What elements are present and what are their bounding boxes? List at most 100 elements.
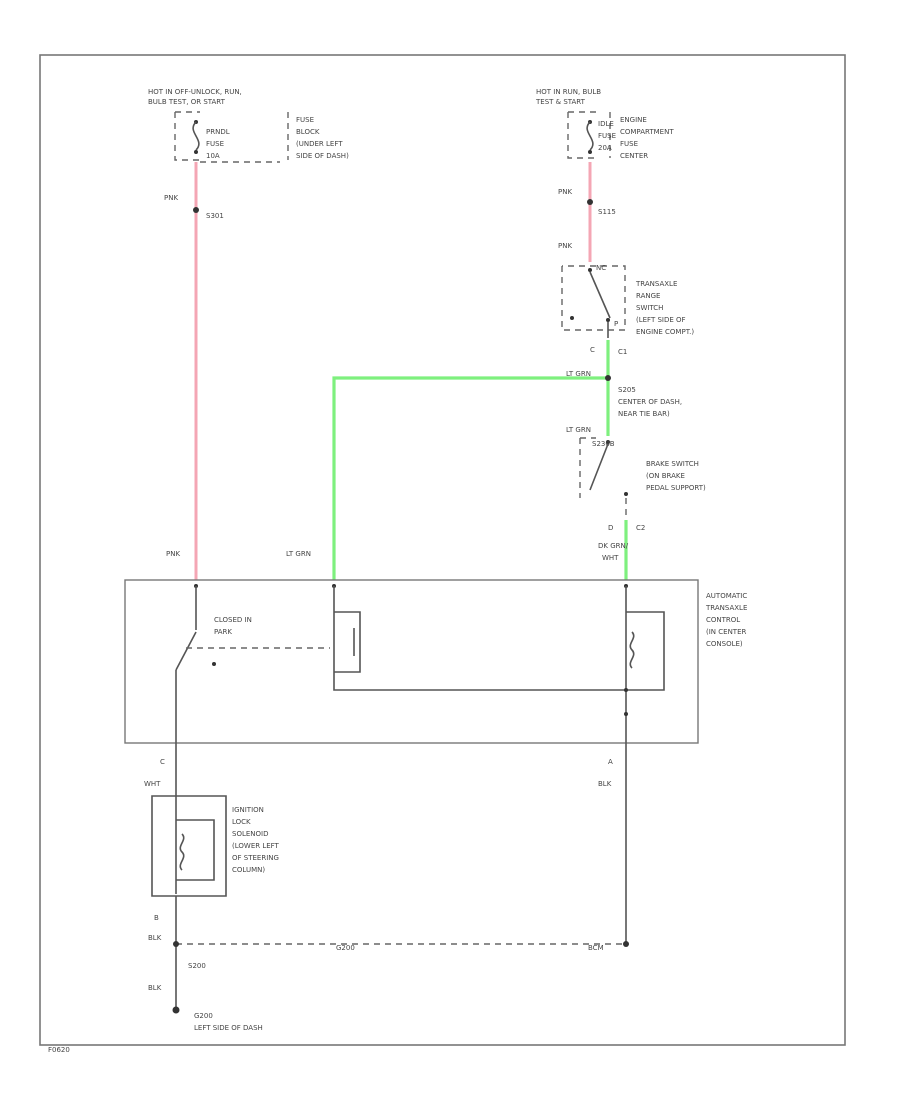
transaxle-label-5: ENGINE COMPT.) [636,328,694,336]
wire-blk-left: BLK [148,934,162,942]
connector-c-top: C [590,346,595,354]
connector-d-label: D [608,524,613,532]
inner-relay-box [334,611,361,673]
brake-label-2: (ON BRAKE [646,472,685,480]
right-wire-pnk-top: PNK [558,188,572,196]
figure-id: F0620 [48,1046,70,1054]
splice-s115-label: S115 [598,208,616,216]
lock-solenoid-coil-box [176,819,215,881]
lock-label-1: IGNITION [232,806,264,814]
right-hot-label-2: TEST & START [535,98,586,106]
left-fuse-fuse: FUSE [206,140,224,148]
splice-s301-dot [193,207,199,213]
closed-in-park-2: PARK [214,628,232,636]
lock-label-4: (LOWER LEFT [232,842,280,850]
right-fuse-terminal-bottom [588,150,592,154]
lock-label-3: SOLENOID [232,830,268,838]
connector-c-bottom: C [160,758,165,766]
left-fuse-name: PRNDL [206,128,230,136]
connector-a-bottom: A [608,758,613,766]
wire-dk-grn-1: DK GRN/ [598,542,629,550]
left-fuse-element [192,121,200,151]
wire-blk-ground: BLK [148,984,162,992]
left-block-4: SIDE OF DASH) [296,152,349,160]
splice-s115-dot [587,199,593,205]
connector-b-label: B [154,914,159,922]
splice-s205-line2: CENTER OF DASH, [618,398,682,406]
transaxle-label-1: TRANSAXLE [635,280,677,288]
left-block-3: (UNDER LEFT [296,140,343,148]
wire-lt-grn-brake: LT GRN [566,426,591,434]
ground-label: G200 [194,1012,213,1020]
control-label-4: (IN CENTER [706,628,747,636]
lock-label-6: COLUMN) [232,866,265,874]
transaxle-label-4: (LEFT SIDE OF [636,316,686,324]
right-fuse-name: IDLE [598,120,614,128]
left-wire-pnk-top: PNK [164,194,178,202]
connector-c2-label: C2 [636,524,645,532]
connector-c1-label: C1 [618,348,627,356]
splice-s205-line3: NEAR TIE BAR) [618,410,670,418]
transaxle-switch-blade [589,271,611,319]
brake-switch-blade [589,443,609,491]
transaxle-switch-pivot [588,268,592,272]
ground-point-dot [172,1006,180,1014]
left-fuse-enclosure [174,111,200,161]
diagram-border [39,54,846,1046]
closed-in-park-1: CLOSED IN [214,616,252,624]
right-block-2: COMPARTMENT [620,128,674,136]
splice-s205-dot [605,375,611,381]
splice-s200-dot [173,941,179,947]
splice-s200-label: S200 [188,962,206,970]
lock-label-2: LOCK [232,818,251,826]
wire-blk-right: BLK [598,780,612,788]
inner-junction-2 [624,712,628,716]
brake-switch-tag: S230B [592,440,615,448]
brake-label-3: PEDAL SUPPORT) [646,484,706,492]
right-hot-label-1: HOT IN RUN, BULB [536,88,601,96]
right-block-1: ENGINE [620,116,647,124]
control-label-2: TRANSAXLE [705,604,747,612]
right-fuse-fuse: FUSE [598,132,616,140]
left-hot-label-1: HOT IN OFF-UNLOCK, RUN, [148,88,242,96]
left-fuse-block-line [200,112,289,163]
transaxle-switch-contact-p [606,318,610,322]
transaxle-switch-contact-nc [570,316,574,320]
green-wire-horizontal [332,376,608,580]
ground-location: LEFT SIDE OF DASH [194,1024,263,1032]
wire-lt-grn-control: LT GRN [286,550,311,558]
control-module-box [124,579,699,744]
right-fuse-enclosure [567,111,611,159]
brake-switch-contact [624,492,628,496]
inner-junction-1 [624,688,628,692]
left-block-2: BLOCK [296,128,320,136]
park-switch-contact [212,662,216,666]
right-block-3: FUSE [620,140,638,148]
inner-coil-box [626,611,665,691]
brake-switch-enclosure [579,437,596,498]
left-hot-label-2: BULB TEST, OR START [148,98,226,106]
transaxle-nc-label: NC [596,264,606,272]
inner-coil [629,631,635,669]
ground-bus-right-dot [623,941,629,947]
left-block-1: FUSE [296,116,314,124]
wire-wht-label: WHT [144,780,161,788]
wire-lt-grn-splice: LT GRN [566,370,591,378]
transaxle-p-label: P [614,320,618,328]
left-fuse-amps: 10A [206,152,220,160]
control-label-1: AUTOMATIC [706,592,747,600]
lock-solenoid-coil [179,833,185,871]
right-block-4: CENTER [620,152,648,160]
right-fuse-amps: 20A [598,144,612,152]
control-label-3: CONTROL [706,616,740,624]
brake-label-1: BRAKE SWITCH [646,460,699,468]
lock-label-5: OF STEERING [232,854,279,862]
left-fuse-terminal-bottom [194,150,198,154]
left-wire-pnk-bottom: PNK [166,550,180,558]
transaxle-label-3: SWITCH [636,304,663,312]
ground-tag-2: BCM [588,944,604,952]
lock-solenoid-box [151,795,227,897]
splice-s301-label: S301 [206,212,224,220]
right-wire-pnk-mid: PNK [558,242,572,250]
